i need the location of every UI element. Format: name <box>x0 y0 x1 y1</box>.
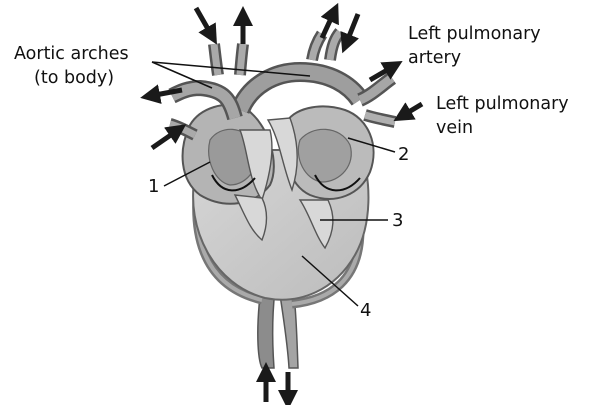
label-number-1: 1 <box>148 176 159 197</box>
left-pulmonary-vein-label: Left pulmonary <box>436 94 569 115</box>
flow-arrow-in-top-left <box>196 8 212 36</box>
flow-arrow-in-top-right <box>346 14 358 44</box>
aortic-arches-label: Aortic arches <box>14 44 129 65</box>
left-pulmonary-artery-sublabel: artery <box>408 48 461 69</box>
label-number-3: 3 <box>392 210 403 231</box>
left-pulmonary-vein-sublabel: vein <box>436 118 473 139</box>
aortic-arches-sublabel: (to body) <box>34 68 114 89</box>
label-number-2: 2 <box>398 144 409 165</box>
left-pulmonary-artery-label: Left pulmonary <box>408 24 541 45</box>
label-number-4: 4 <box>360 300 371 321</box>
flow-arrow-in-left <box>152 130 178 148</box>
flow-arrow-left-pulmonary-vein <box>402 104 422 116</box>
